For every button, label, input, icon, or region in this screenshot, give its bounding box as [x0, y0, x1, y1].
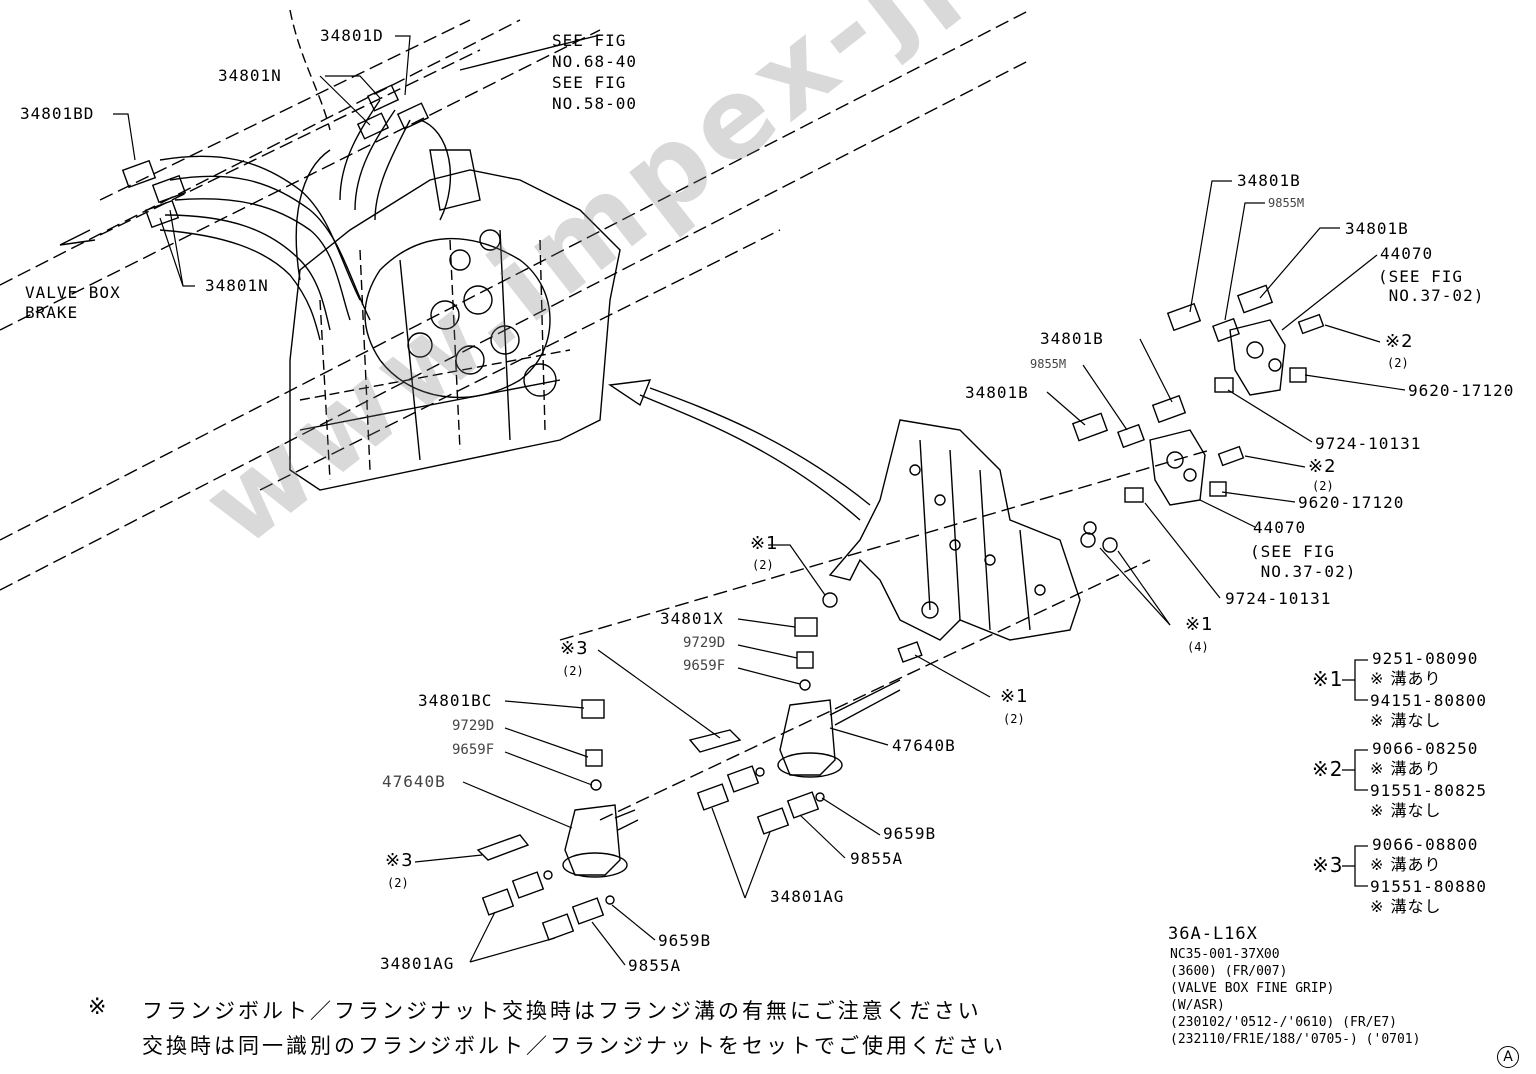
callout-9620-17120-b: 9620-17120 [1298, 493, 1405, 512]
callout-47640b-a: 47640B [382, 772, 446, 791]
corner-mark-a: A [1497, 1046, 1519, 1068]
footer-note-line2: 交換時は同一識別のフランジボルト／フランジナットをセットでご使用ください [142, 1034, 1006, 1058]
callout-9724-10131-b: 9724-10131 [1225, 589, 1332, 608]
callout-x2-a-qty: (2) [1387, 356, 1409, 370]
callout-34801d: 34801D [320, 26, 384, 45]
arrow-to-valve-box [639, 394, 861, 521]
brake-pipe-bundle [121, 84, 430, 341]
callout-34801bc: 34801BC [418, 691, 493, 710]
callout-9855m-a: 9855M [1268, 196, 1305, 210]
callout-44070-a: 44070 [1380, 244, 1434, 263]
legend-x2-plain-part: 91551-80825 [1370, 781, 1487, 800]
callout-9724-10131-a: 9724-10131 [1315, 434, 1422, 453]
callout-x1-b: ※1 [1185, 614, 1214, 635]
callout-34801b-d: 34801B [965, 383, 1029, 402]
legend-x1-plain-note: ※ 溝なし [1370, 711, 1442, 730]
title-block-line6: (232110/FR1E/188/'0705-) ('0701) [1170, 1032, 1421, 1047]
callout-x1-c-qty: (2) [1003, 712, 1025, 726]
legend-x2-plain-note: ※ 溝なし [1370, 801, 1442, 820]
callout-34801ag-b: 34801AG [380, 954, 455, 973]
legend-x3-grooved-note: ※ 溝あり [1370, 855, 1442, 874]
callout-34801b-a: 34801B [1237, 171, 1301, 190]
callout-44070-b: 44070 [1253, 518, 1307, 537]
legend-x2-mark: ※2 [1312, 757, 1344, 781]
title-block-code: 36A-L16X [1168, 924, 1258, 944]
callout-9659b-b: 9659B [658, 931, 712, 950]
label-valve-box-brake: VALVE BOX BRAKE [25, 283, 121, 322]
label-see-fig-37-02-b: (SEE FIG NO.37-02) [1250, 542, 1357, 581]
relay-valve-47640b-right [688, 617, 901, 835]
callout-x3-a-qty: (2) [562, 664, 584, 678]
callout-x3-a: ※3 [560, 638, 589, 659]
legend-x3-grooved-part: 9066-08800 [1372, 835, 1479, 854]
callout-x2-a: ※2 [1385, 331, 1414, 352]
footer-note-mark: ※ [88, 995, 111, 1020]
callout-x1-b-qty: (4) [1187, 640, 1209, 654]
callout-34801b-c: 34801B [1040, 329, 1104, 348]
mounting-bracket [828, 419, 1081, 641]
callout-34801n-top: 34801N [218, 66, 282, 85]
callout-9659f-a: 9659F [683, 658, 726, 674]
arrow-see-fig [459, 34, 601, 71]
arrow-valve-box [59, 229, 96, 246]
relay-valve-47640b-left [476, 699, 639, 941]
callout-9659f-b: 9659F [452, 742, 495, 758]
leader-lines [113, 35, 1406, 966]
callout-9855a-b: 9855A [628, 956, 682, 975]
callout-x2-b: ※2 [1308, 456, 1337, 477]
title-block-line5: (230102/'0512-/'0610) (FR/E7) [1170, 1015, 1397, 1030]
legend-x3-mark: ※3 [1312, 853, 1344, 877]
legend-x3-plain-part: 91551-80880 [1370, 877, 1487, 896]
frame-rail-lines [0, 9, 1211, 821]
legend-braces [1342, 659, 1368, 887]
callout-9855a-a: 9855A [850, 849, 904, 868]
callout-x1-c: ※1 [1000, 686, 1029, 707]
callout-9729d-b: 9729D [452, 718, 495, 734]
legend-x1-mark: ※1 [1312, 667, 1344, 691]
title-block-line3: (VALVE BOX FINE GRIP) [1170, 981, 1335, 996]
title-block-line4: (W/ASR) [1170, 998, 1225, 1013]
callout-x2-b-qty: (2) [1312, 479, 1334, 493]
callout-34801n-bottom: 34801N [205, 276, 269, 295]
callout-47640b-b: 47640B [892, 736, 956, 755]
legend-x2-grooved-note: ※ 溝あり [1370, 759, 1442, 778]
callout-x1-a: ※1 [750, 533, 779, 554]
legend-x1-plain-part: 94151-80800 [1370, 691, 1487, 710]
title-block-line2: (3600) (FR/007) [1170, 964, 1288, 979]
tee-valve-44070-lower [1071, 394, 1245, 506]
callout-34801bd: 34801BD [20, 104, 95, 123]
footer-note-line1: フランジボルト／フランジナット交換時はフランジ溝の有無にご注意ください [142, 999, 982, 1023]
label-see-fig-58-00: SEE FIG NO.58-00 [552, 73, 638, 113]
valve-box-brake-assembly [289, 9, 621, 491]
callout-x1-a-qty: (2) [752, 558, 774, 572]
callout-x3-b-qty: (2) [387, 876, 409, 890]
callout-9620-17120-a: 9620-17120 [1408, 381, 1515, 400]
callout-x3-b: ※3 [385, 850, 414, 871]
label-see-fig-68-40: SEE FIG NO.68-40 [552, 31, 638, 71]
callout-34801x: 34801X [660, 609, 724, 628]
legend-x3-plain-note: ※ 溝なし [1370, 897, 1442, 916]
label-see-fig-37-02-a: (SEE FIG NO.37-02) [1378, 267, 1485, 305]
callout-9659b-a: 9659B [883, 824, 937, 843]
legend-x2-grooved-part: 9066-08250 [1372, 739, 1479, 758]
legend-x1-grooved-note: ※ 溝あり [1370, 669, 1442, 688]
title-block-line1: NC35-001-37X00 [1170, 947, 1280, 962]
callout-9729d-a: 9729D [683, 635, 726, 651]
callout-34801b-b: 34801B [1345, 219, 1409, 238]
legend-x1-grooved-part: 9251-08090 [1372, 649, 1479, 668]
callout-34801ag-a: 34801AG [770, 887, 845, 906]
flange-nut [822, 592, 838, 608]
callout-9855m-b: 9855M [1030, 357, 1067, 371]
